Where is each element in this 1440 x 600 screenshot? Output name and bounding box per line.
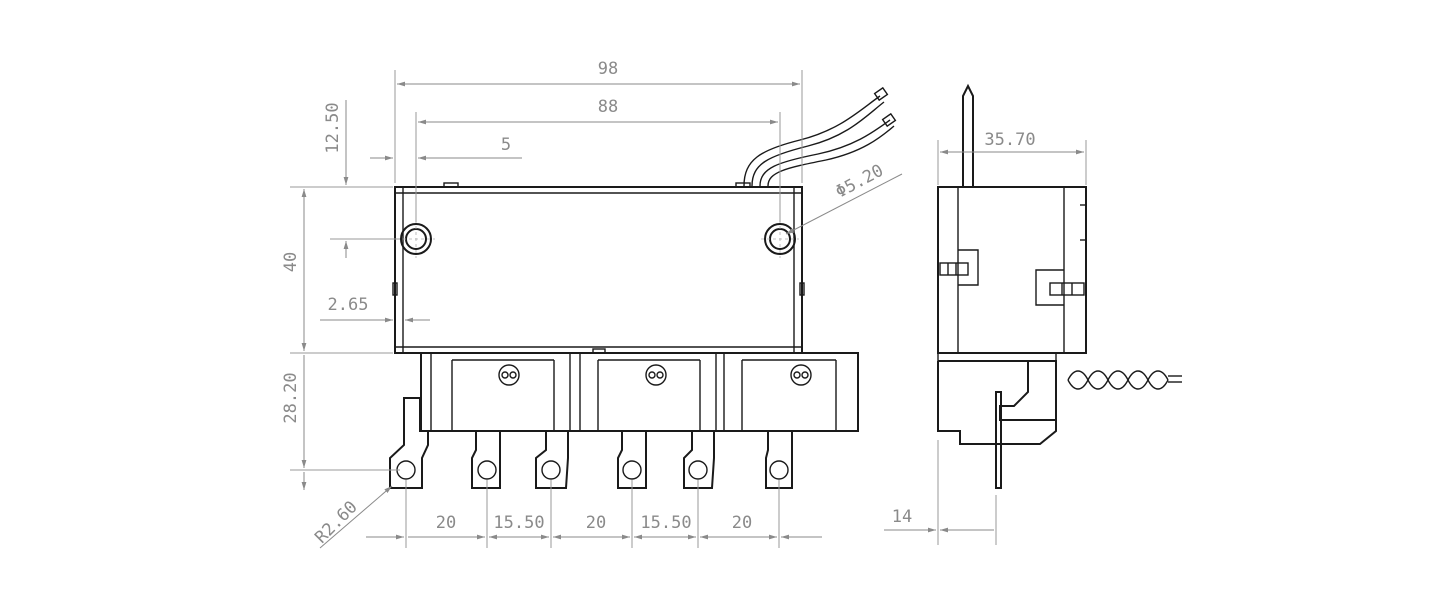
dim-overall-width: 98: [598, 59, 618, 79]
dim-terminal-height: 28.20: [281, 372, 301, 423]
dim-pitch-4: 15.50: [640, 513, 691, 533]
dim-pitch-5: 20: [732, 513, 752, 533]
dim-hole-offset-x: 5: [501, 135, 511, 155]
front-body-outline: [394, 186, 803, 354]
terminal-block: [420, 352, 859, 432]
front-view: [389, 86, 897, 489]
dim-pitch-3: 20: [586, 513, 606, 533]
dim-pitch-1: 20: [436, 513, 456, 533]
dim-hole-spacing: 88: [598, 97, 618, 117]
side-view: [937, 83, 1182, 489]
dim-side-terminal-offset: 14: [892, 507, 912, 527]
front-dimensions: 98 88 5 12.50 40 2.65 28.20 R2.60: [281, 59, 903, 549]
dim-pitch-2: 15.50: [493, 513, 544, 533]
lead-wires: [743, 86, 897, 187]
terminal-tabs: [389, 397, 793, 489]
dim-hole-offset-y: 12.50: [323, 102, 343, 153]
dim-body-height: 40: [281, 252, 301, 272]
dim-side-offset: 2.65: [328, 295, 369, 315]
side-dimensions: 35.70 14: [884, 130, 1087, 545]
dim-terminal-radius: R2.60: [311, 497, 361, 547]
side-body-outline: [937, 186, 1087, 354]
twisted-wire: [1067, 370, 1182, 390]
dim-side-depth: 35.70: [984, 130, 1035, 150]
